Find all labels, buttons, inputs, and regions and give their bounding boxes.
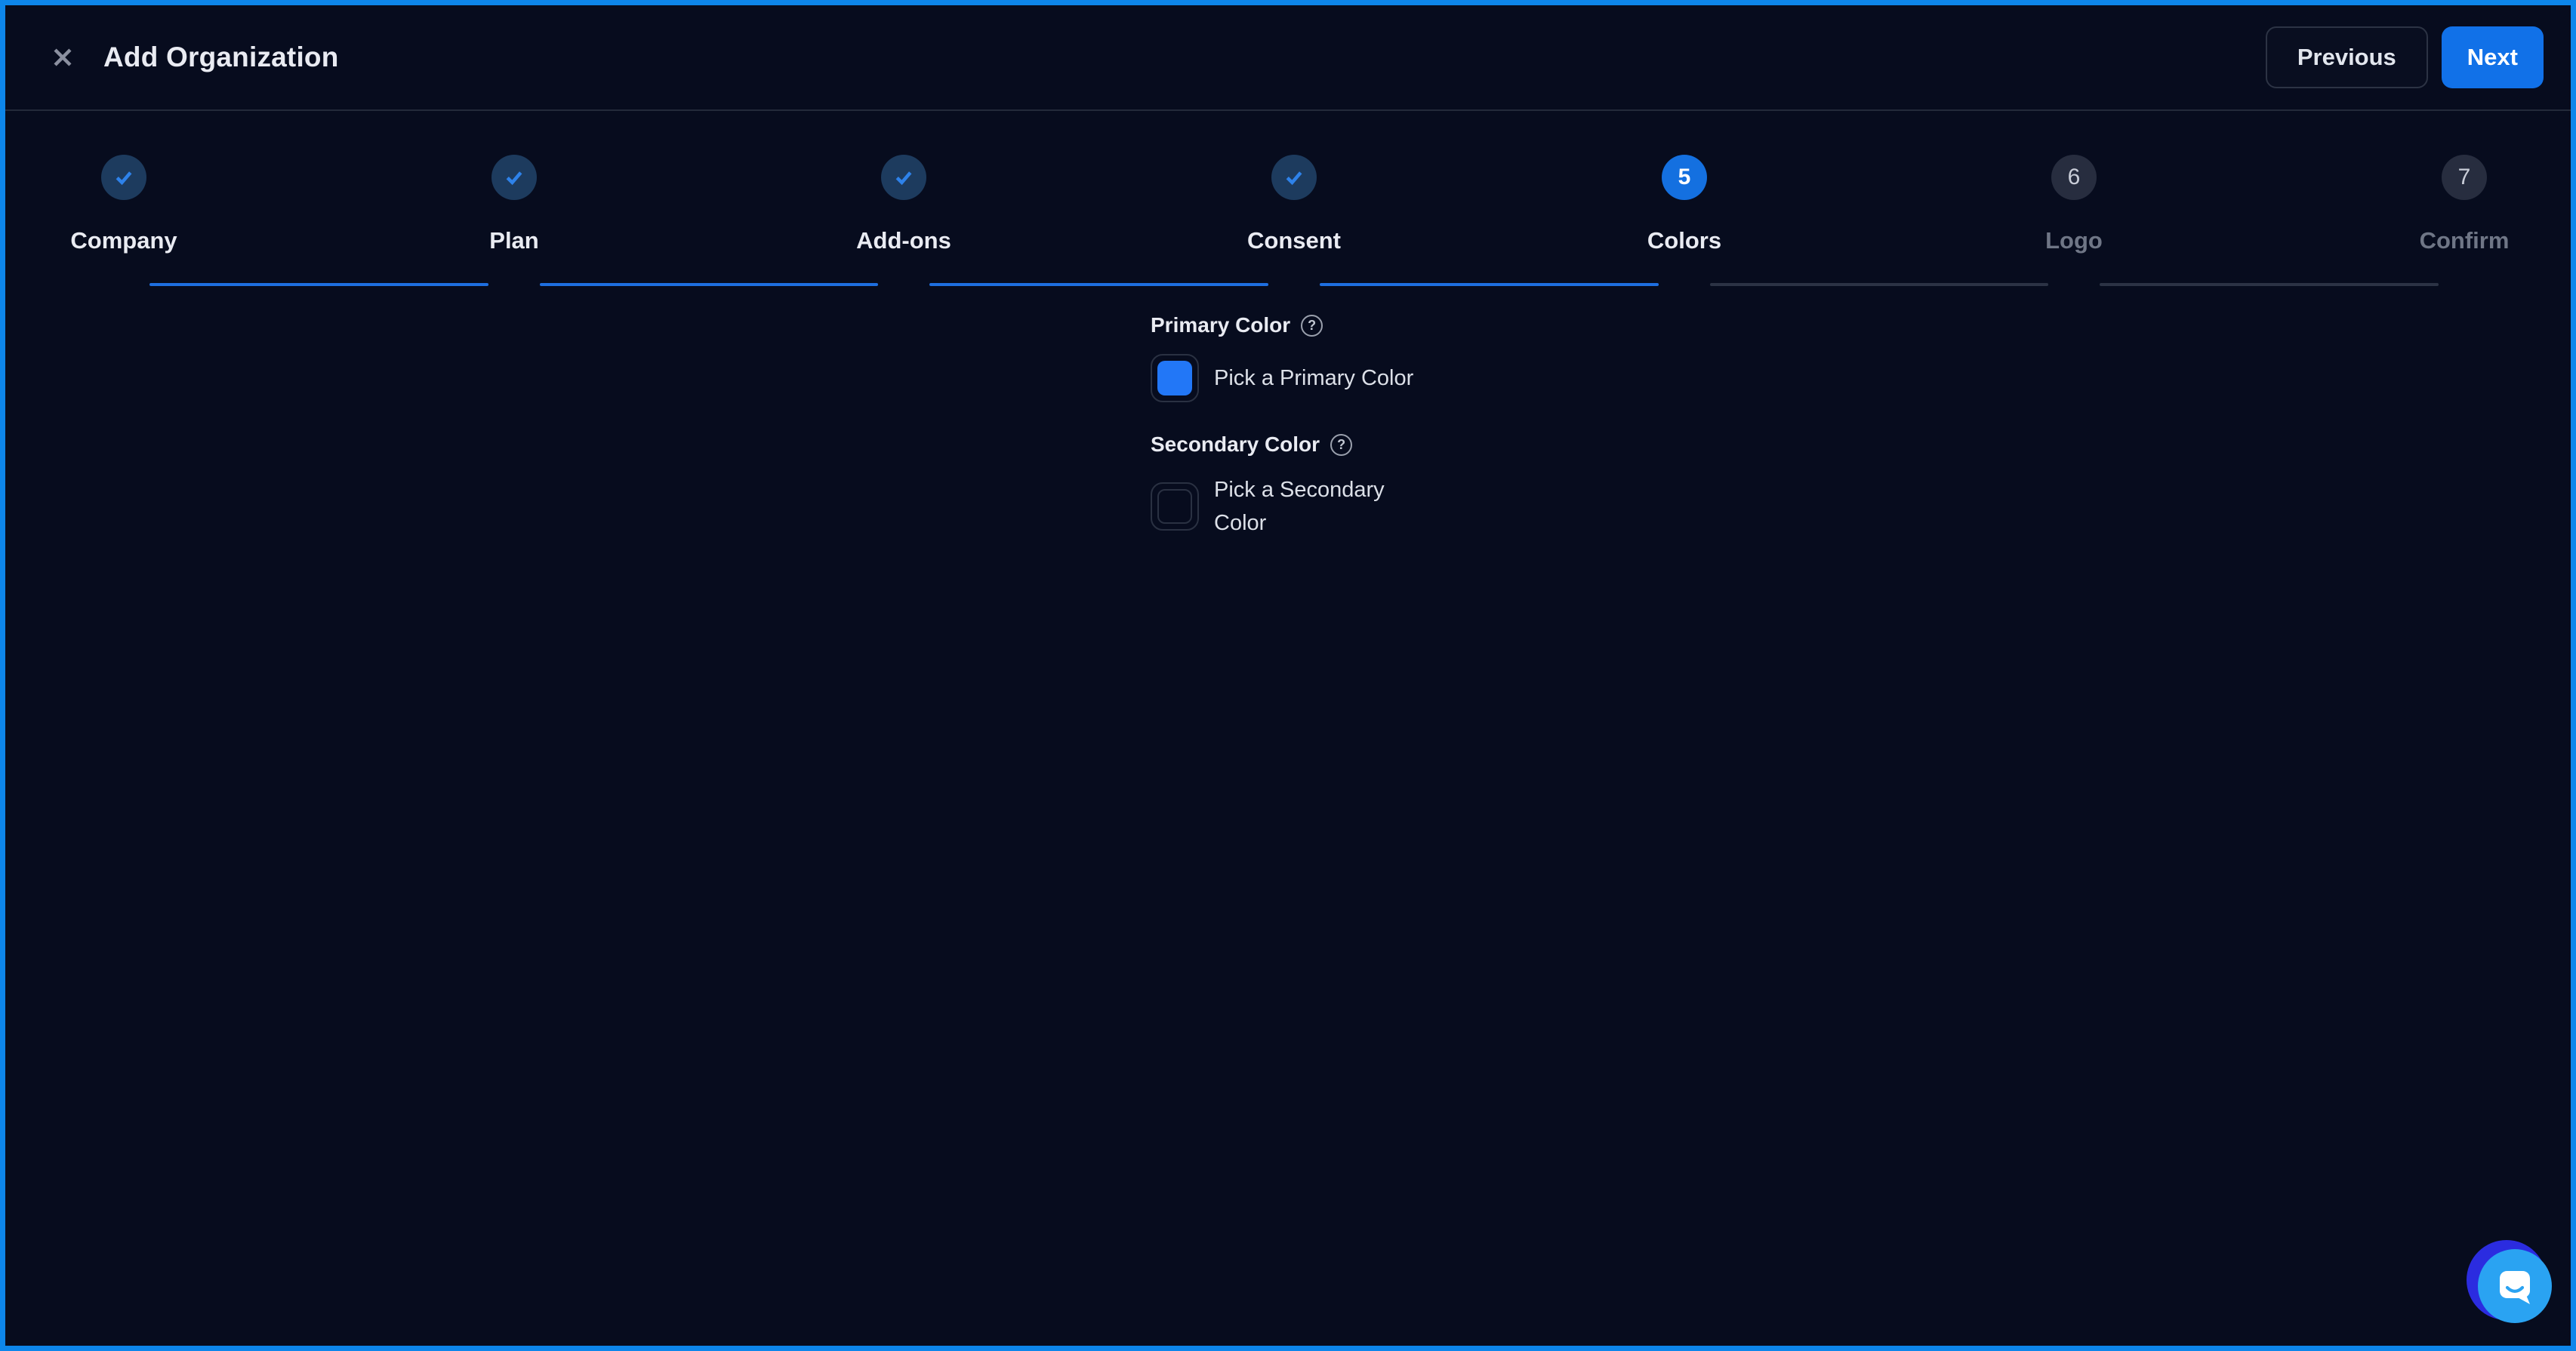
secondary-color-swatch-fill <box>1157 489 1192 524</box>
close-icon <box>50 45 75 70</box>
chat-bubble-smile-icon <box>2495 1266 2534 1306</box>
chat-launcher-front-circle <box>2478 1249 2552 1323</box>
step-circle-completed[interactable] <box>101 155 146 200</box>
stepper-connector <box>149 283 488 286</box>
step-label: Consent <box>1247 227 1341 254</box>
primary-color-picker[interactable]: Pick a Primary Color <box>1151 354 1679 402</box>
close-button[interactable] <box>42 36 84 78</box>
check-icon <box>503 166 525 189</box>
secondary-color-picker[interactable]: Pick a Secondary Color <box>1151 473 1679 540</box>
step-label: Confirm <box>2419 227 2510 254</box>
primary-picker-text: Pick a Primary Color <box>1214 366 1414 390</box>
step-circle-current[interactable]: 5 <box>1662 155 1707 200</box>
previous-button[interactable]: Previous <box>2265 26 2428 88</box>
help-icon[interactable]: ? <box>1330 433 1353 456</box>
primary-color-label: Primary Color <box>1151 313 1291 337</box>
step-circle-upcoming[interactable]: 6 <box>2051 155 2097 200</box>
step-circle-upcoming[interactable]: 7 <box>2442 155 2487 200</box>
stepper-connector <box>929 283 1268 286</box>
dialog-header: Add Organization Previous Next <box>5 5 2571 111</box>
stepper-connector <box>2100 283 2439 286</box>
chat-launcher-button[interactable] <box>2467 1240 2561 1331</box>
secondary-color-label: Secondary Color <box>1151 432 1320 456</box>
primary-color-swatch-fill <box>1157 361 1192 395</box>
next-button[interactable]: Next <box>2441 26 2544 88</box>
step-label: Plan <box>489 227 539 254</box>
stepper-connector <box>1710 283 2048 286</box>
step-circle-completed[interactable] <box>491 155 537 200</box>
secondary-color-swatch[interactable] <box>1151 482 1199 531</box>
primary-color-swatch[interactable] <box>1151 354 1199 402</box>
secondary-picker-text: Pick a Secondary Color <box>1214 478 1385 535</box>
step-label: Add-ons <box>856 227 951 254</box>
help-icon[interactable]: ? <box>1301 314 1323 337</box>
primary-color-label-row: Primary Color ? <box>1151 313 1679 337</box>
check-icon <box>1283 166 1305 189</box>
step-label: Colors <box>1647 227 1722 254</box>
page-title: Add Organization <box>103 42 339 72</box>
step-circle-completed[interactable] <box>1271 155 1317 200</box>
header-actions: Previous Next <box>2265 26 2544 88</box>
check-icon <box>112 166 135 189</box>
colors-form: Primary Color ? Pick a Primary Color Sec… <box>1151 313 1679 570</box>
secondary-color-label-row: Secondary Color ? <box>1151 432 1679 457</box>
check-icon <box>892 166 915 189</box>
stepper-connector <box>540 283 878 286</box>
stepper-connector <box>1320 283 1659 286</box>
step-label: Logo <box>2045 227 2103 254</box>
step-label: Company <box>70 227 177 254</box>
wizard-stepper: Company Plan Add-ons <box>5 112 2571 286</box>
step-circle-completed[interactable] <box>881 155 926 200</box>
